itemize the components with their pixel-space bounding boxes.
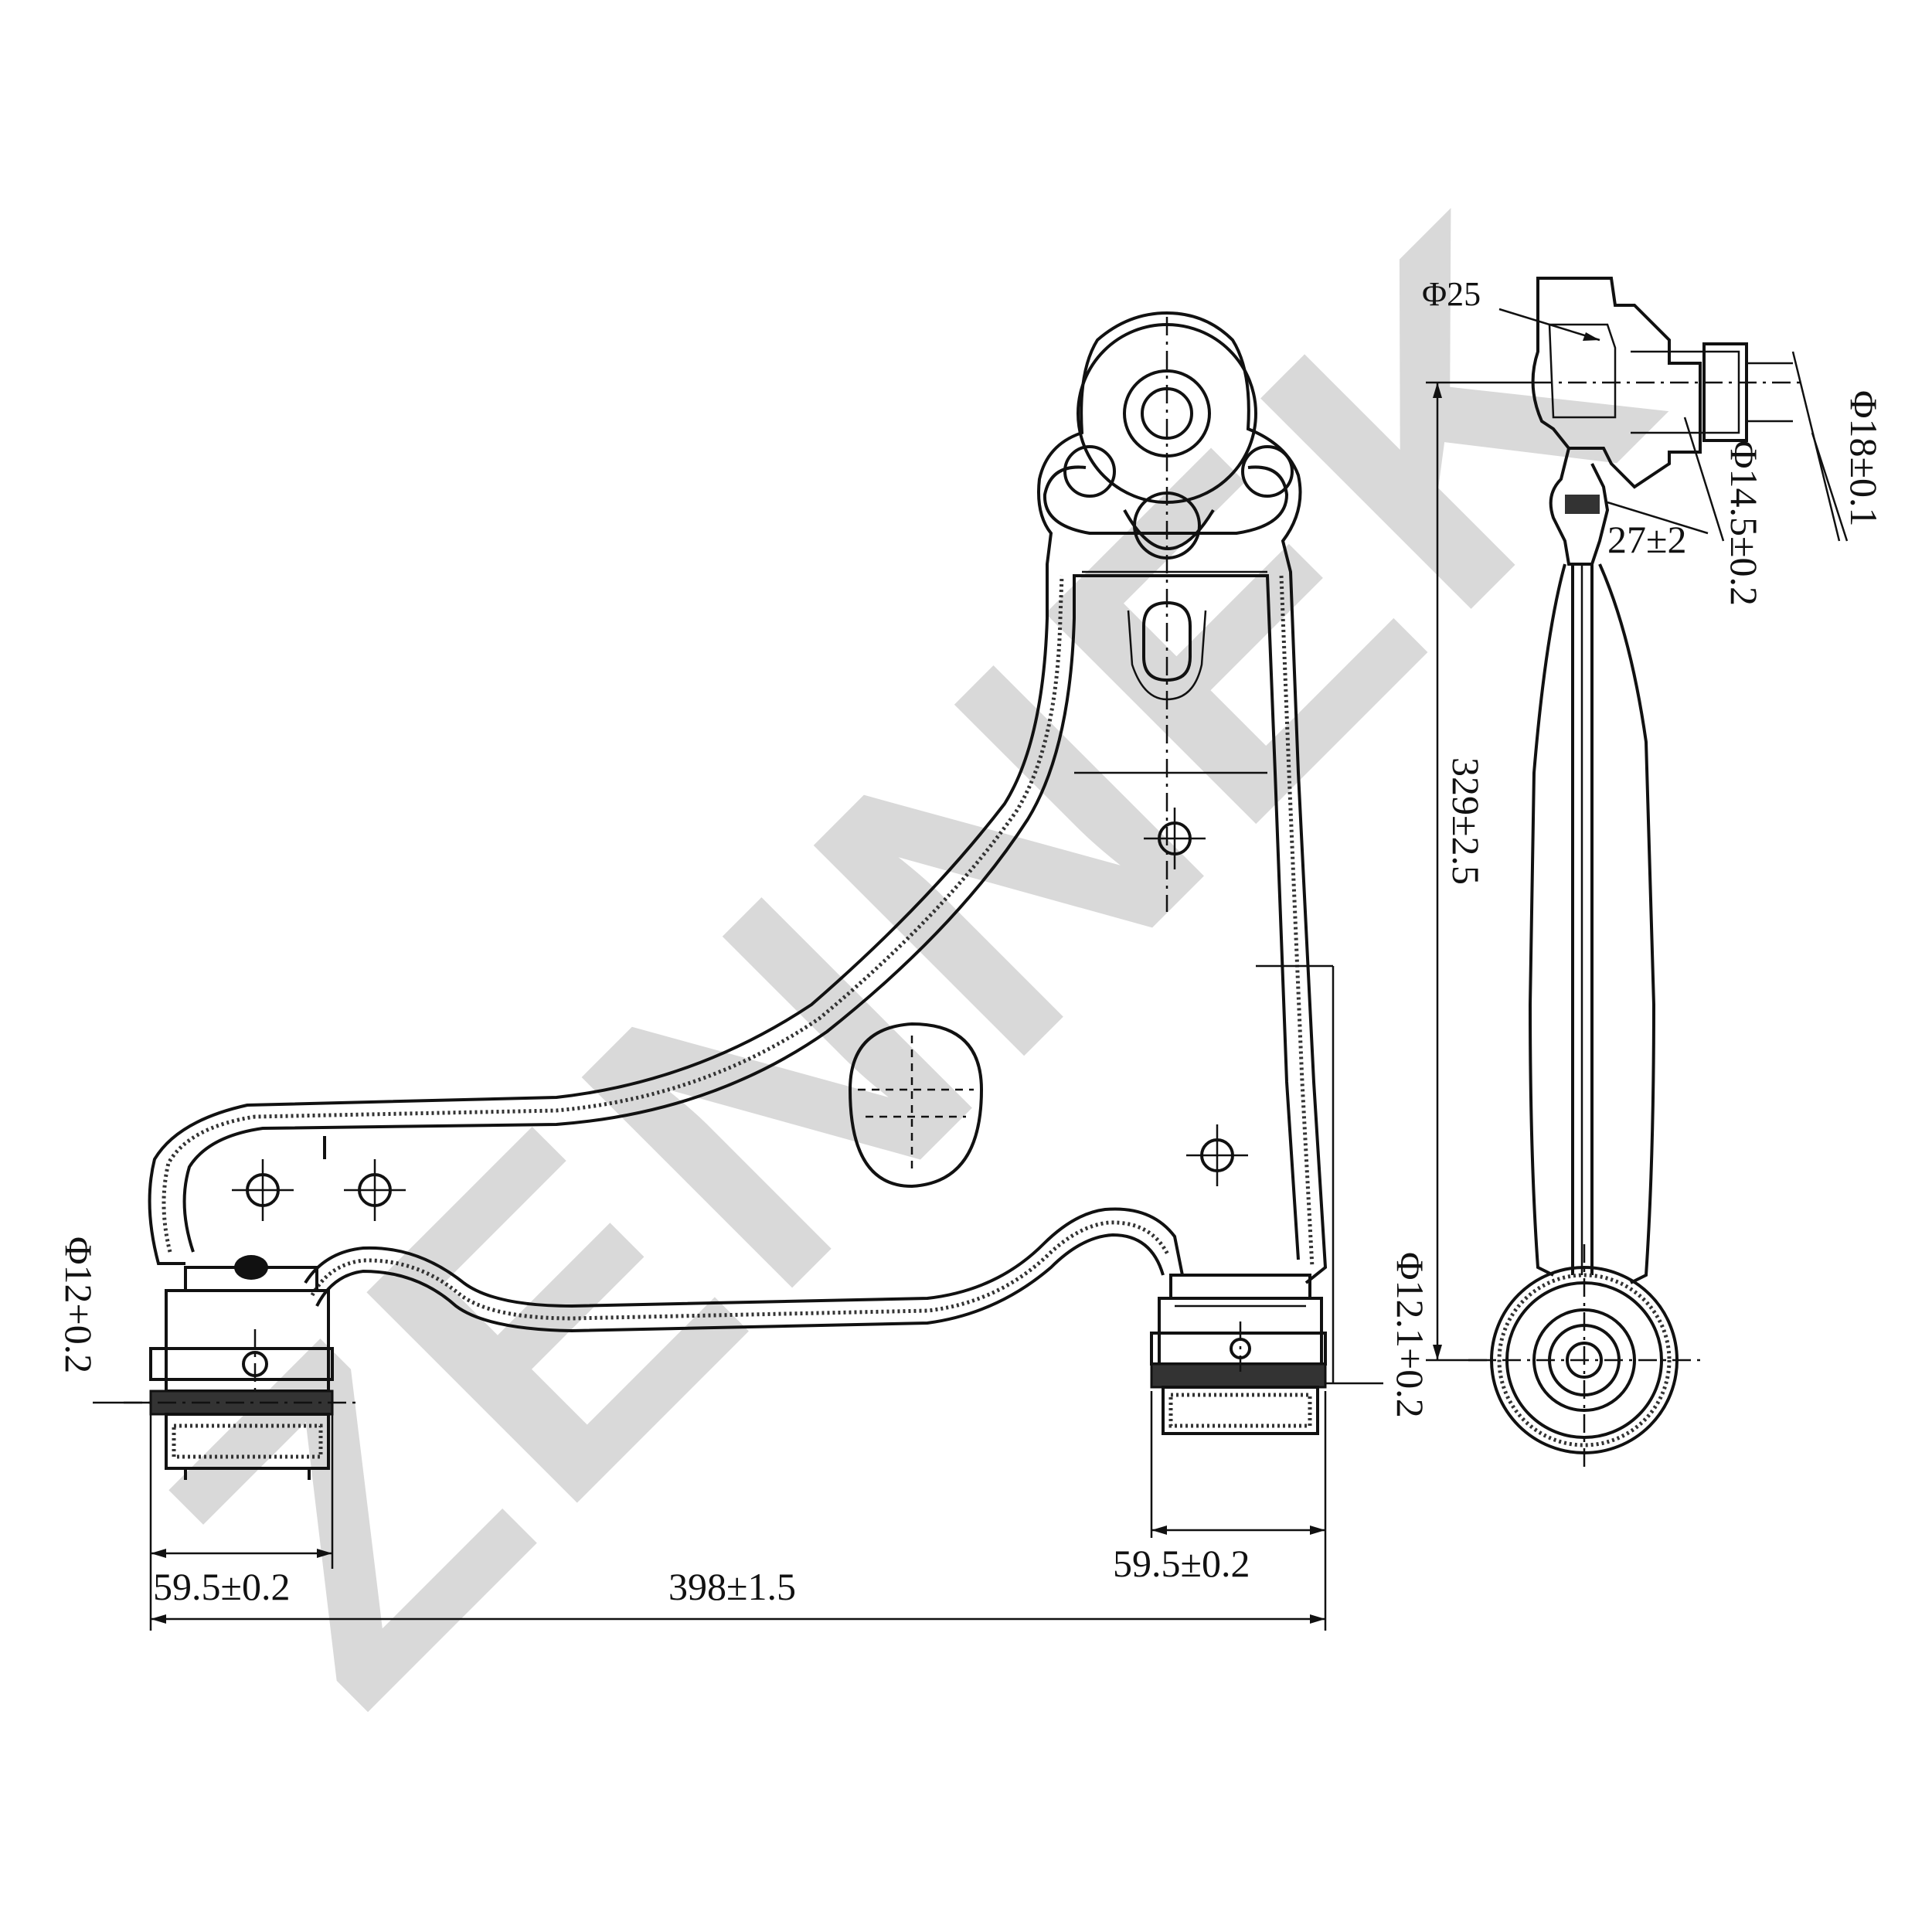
side-ball-housing (1531, 277, 1702, 489)
dim-ball-joint-diameter: Φ25 (1422, 275, 1481, 313)
phi25-arrow (1583, 332, 1600, 341)
ball-joint-plate (1043, 465, 1289, 535)
arm-flange-seam-right (1279, 575, 1315, 1268)
side-arm-body-right (1598, 563, 1656, 1284)
arm-lower-edge-inner (315, 1233, 1165, 1333)
dim-right-bush-diameter: Φ12.1+0.2 (1389, 1252, 1432, 1418)
side-neck-band (1565, 495, 1600, 514)
slot-hole (1142, 600, 1192, 682)
side-arm-body (1528, 563, 1566, 1277)
dim-left-bush-width: 59.5±0.2 (153, 1565, 290, 1608)
dim-ball-stud-diameter: Φ18±0.1 (1842, 390, 1886, 527)
control-arm-side-view (1426, 277, 1849, 1468)
arm-outer-outline (148, 311, 1328, 1284)
dim-height: 329±2.5 (1444, 757, 1488, 885)
oval-hole (848, 1022, 984, 1189)
side-neck (1549, 447, 1610, 566)
right-bushing (1150, 1274, 1327, 1435)
arm-flange-seam (162, 575, 1064, 1253)
plate-bolt-left (1063, 445, 1116, 498)
dim-right-bush-width: 59.5±0.2 (1113, 1542, 1250, 1585)
dimension-labels: 59.5±0.2 398±1.5 59.5±0.2 Φ12+0.2 Φ12.1+… (57, 275, 1886, 1608)
side-height-dimension (1426, 381, 1534, 1362)
phi18-ext (1811, 432, 1849, 542)
dim-overall-length: 398±1.5 (668, 1565, 796, 1608)
plate-bolt-right (1241, 445, 1294, 498)
control-arm-front-view (93, 311, 1383, 1631)
arm-inner-outline (182, 574, 1300, 1260)
side-stud-nut (1702, 342, 1748, 442)
phi25-leader (1498, 308, 1600, 342)
arm-lower-edge (304, 1207, 1184, 1308)
dim-left-bush-diameter: Φ12+0.2 (57, 1236, 100, 1373)
side-rear-bushing (1468, 1244, 1700, 1468)
stud-len-leader (1607, 501, 1709, 535)
side-stud (1631, 350, 1740, 434)
phi145-ext (1683, 417, 1725, 542)
hole-left-1 (232, 1159, 294, 1221)
hole-upper (1144, 808, 1206, 869)
dim-stud-length: 27±2 (1607, 518, 1686, 561)
left-bushing (124, 1266, 355, 1480)
dim-stud-thread-diameter: Φ14.5±0.2 (1723, 440, 1766, 606)
dimension-lines-bottom (93, 964, 1383, 1631)
hole-right-lower (1186, 1124, 1248, 1186)
hole-left-2 (344, 1159, 406, 1221)
